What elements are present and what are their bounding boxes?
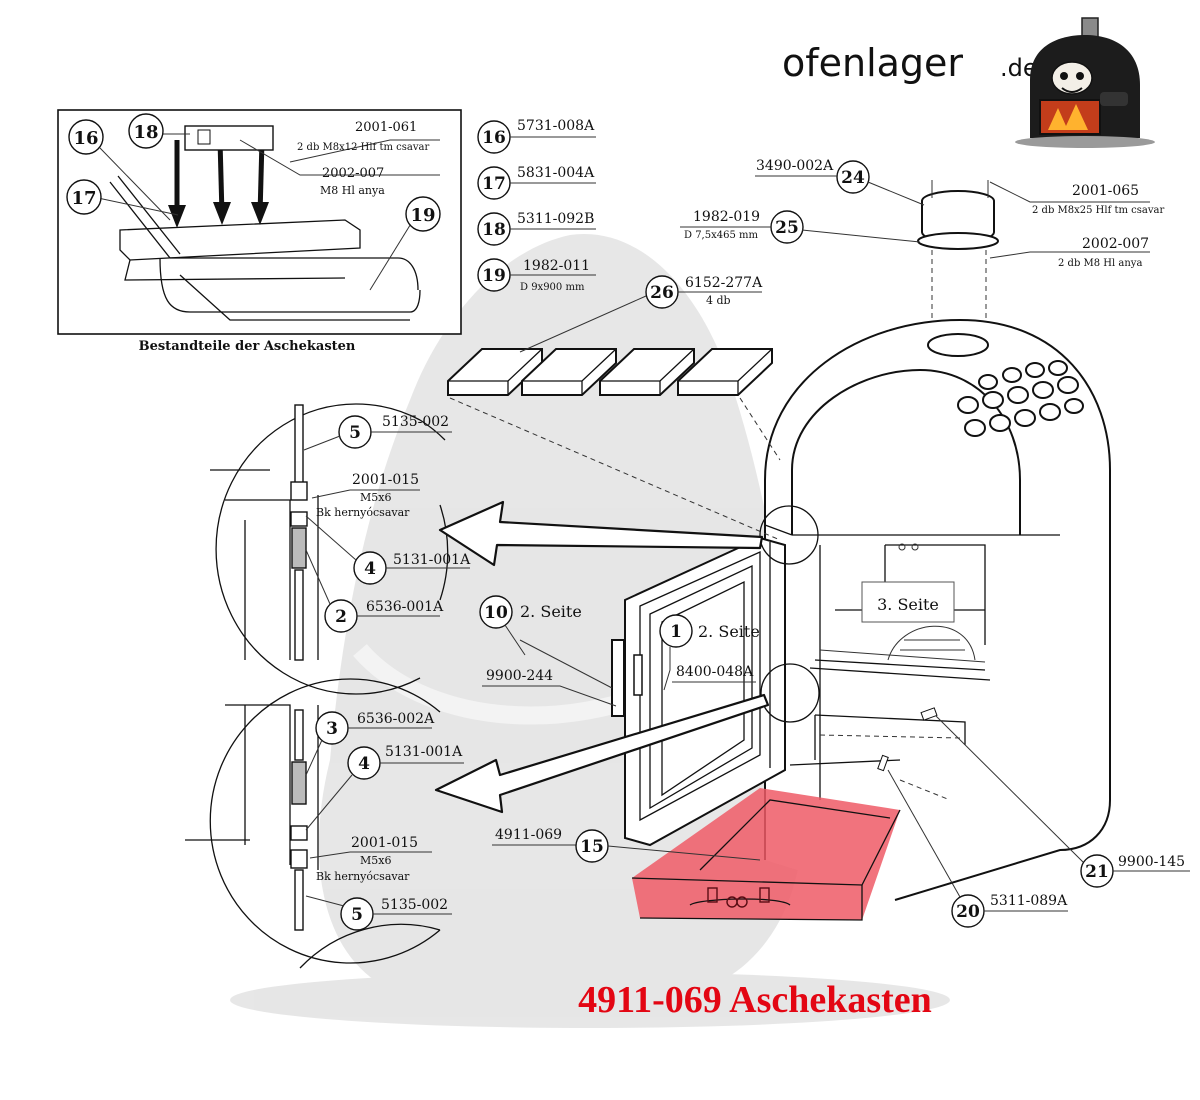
callout-2: 2 — [335, 607, 347, 627]
label-6152-277A: 6152-277A — [685, 275, 763, 291]
label-5131-001A-lower: 5131-001A — [385, 744, 463, 760]
callout-19: 19 — [410, 205, 435, 226]
ash-pan-highlighted — [631, 788, 901, 921]
label-6536-001A: 6536-001A — [366, 599, 444, 615]
label-2002-007-top-sub: 2 db M8 Hl anya — [1058, 258, 1142, 269]
label-2001-015-upper-sub2: Bk hernyócsavar — [316, 506, 410, 519]
callout-17: 17 — [71, 188, 96, 209]
callout-15: 15 — [580, 837, 604, 857]
label-2001-015-upper-sub1: M5x6 — [360, 491, 391, 504]
label-5311-089A: 5311-089A — [990, 893, 1068, 909]
list-item-num: 16 — [482, 128, 506, 148]
upper-hinge-detail: 5 5135-002 2001-015 M5x6 Bk hernyócsavar… — [210, 403, 471, 695]
part-list: 16 5731-008A 17 5831-004A 18 5311-092B 1… — [477, 118, 596, 293]
callout-3: 3 — [326, 719, 338, 739]
list-item-sub: D 9x900 mm — [520, 282, 585, 293]
list-item-num: 17 — [482, 174, 506, 194]
label-2001-065-sub: 2 db M8x25 Hlf tm csavar — [1032, 205, 1164, 216]
detail-arrows — [434, 500, 770, 814]
callout-5-upper: 5 — [349, 423, 361, 443]
label-2-seite-10: 2. Seite — [520, 602, 582, 621]
callout-4-upper: 4 — [364, 559, 376, 579]
label-3490-002A: 3490-002A — [756, 158, 834, 174]
label-6152-277A-sub: 4 db — [706, 294, 731, 307]
label-2001-065: 2001-065 — [1072, 183, 1139, 199]
list-item-code: 5731-008A — [517, 118, 595, 134]
label-8400-048A: 8400-048A — [676, 664, 754, 680]
list-item-code: 5831-004A — [517, 165, 595, 181]
stove-mascot-icon — [1015, 17, 1155, 148]
callout-21: 21 — [1085, 862, 1109, 882]
flue-collar: 24 3490-002A 25 1982-019 D 7,5x465 mm 20… — [680, 158, 1164, 355]
callout-20: 20 — [956, 902, 980, 922]
fire-bricks: 26 6152-277A 4 db — [447, 275, 781, 541]
callout-1: 1 — [670, 622, 682, 642]
logo-name: ofenlager — [782, 41, 963, 85]
callout-16: 16 — [73, 128, 98, 149]
page-title: 4911-069 Aschekasten — [578, 979, 932, 1021]
lower-hinge-detail: 3 6536-002A 4 5131-001A 2001-015 M5x6 Bk… — [185, 678, 464, 969]
callout-18: 18 — [133, 122, 158, 143]
fire-grate — [809, 625, 991, 681]
label-2002-007-top: 2002-007 — [1082, 236, 1149, 252]
list-item-num: 18 — [482, 220, 506, 240]
callout-5-lower: 5 — [351, 905, 363, 925]
label-9900-145: 9900-145 — [1118, 854, 1185, 870]
vent-holes — [957, 360, 1084, 437]
label-2-seite-1: 2. Seite — [698, 622, 760, 641]
callout-24: 24 — [841, 168, 865, 188]
label-1982-019: 1982-019 — [693, 209, 760, 225]
label-5131-001A-upper: 5131-001A — [393, 552, 471, 568]
label-2001-015-lower: 2001-015 — [351, 835, 418, 851]
label-9900-244: 9900-244 — [486, 668, 553, 684]
inset-caption: Bestandteile der Aschekasten — [139, 339, 356, 354]
brand-logo: ofenlager .de — [782, 17, 1155, 148]
label-2001-061: 2001-061 — [355, 120, 417, 135]
label-2002-007-sub: M8 Hl anya — [320, 184, 385, 197]
label-2002-007: 2002-007 — [322, 166, 384, 181]
label-2001-015-upper: 2001-015 — [352, 472, 419, 488]
label-2001-061-sub: 2 db M8x12 Hlf tm csavar — [297, 142, 429, 153]
bottom-callouts: 4911-069 15 20 5311-089A 21 9900-145 — [492, 715, 1190, 928]
list-item-num: 19 — [482, 266, 506, 286]
callout-26: 26 — [650, 283, 674, 303]
label-4911-069: 4911-069 — [495, 827, 562, 843]
inset-ashpan-components: 16 18 17 19 2001-061 2 db M8x12 Hlf tm c… — [57, 109, 462, 354]
label-6536-002A: 6536-002A — [357, 711, 435, 727]
callout-4-lower: 4 — [358, 754, 370, 774]
callout-25: 25 — [775, 218, 799, 238]
label-1982-019-sub: D 7,5x465 mm — [684, 230, 758, 241]
callout-10: 10 — [484, 603, 508, 623]
label-2001-015-lower-sub2: Bk hernyócsavar — [316, 870, 410, 883]
stove-door: 10 2. Seite 9900-244 1 2. Seite 8400-048… — [479, 505, 955, 847]
label-5135-002-upper: 5135-002 — [382, 414, 449, 430]
label-3-seite: 3. Seite — [877, 595, 939, 614]
label-5135-002-lower: 5135-002 — [381, 897, 448, 913]
list-item-code: 1982-011 — [523, 258, 590, 274]
label-2001-015-lower-sub1: M5x6 — [360, 854, 391, 867]
list-item-code: 5311-092B — [517, 211, 594, 227]
